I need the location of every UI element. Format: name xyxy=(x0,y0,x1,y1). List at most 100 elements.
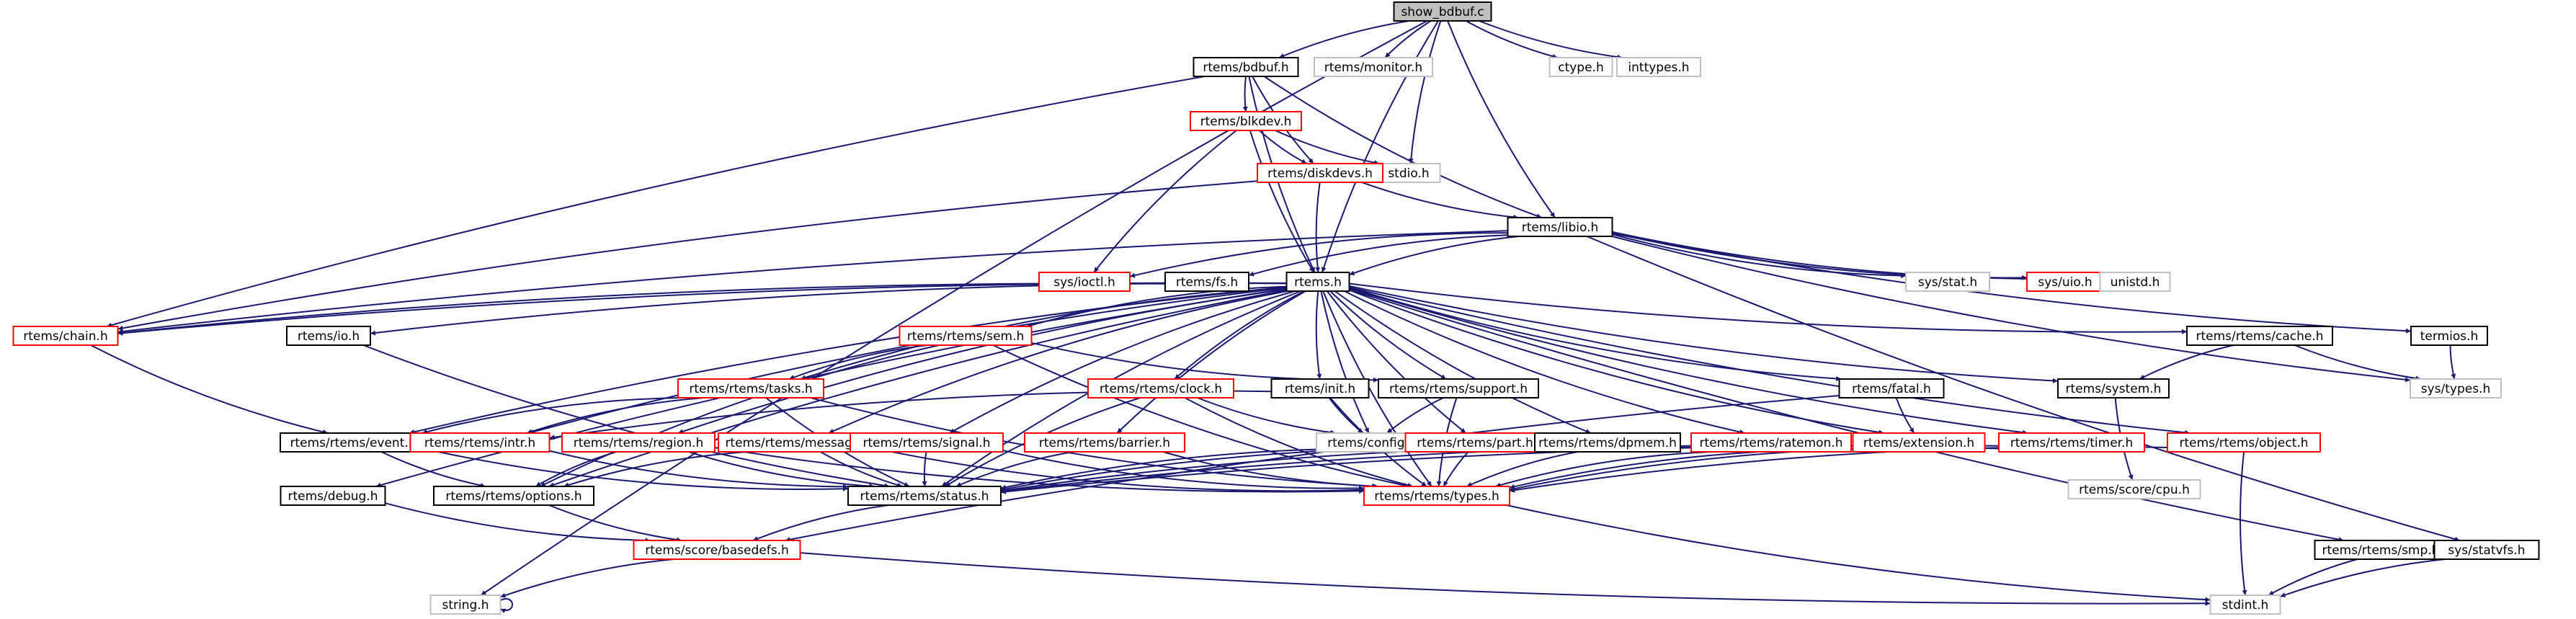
node-box xyxy=(1270,378,1370,398)
include-edge-intr-to-status xyxy=(549,450,849,489)
node-types[interactable]: rtems/rtems/types.h xyxy=(1363,486,1510,506)
node-label: show_bdbuf.c xyxy=(1401,5,1484,19)
node-libio[interactable]: rtems/libio.h xyxy=(1507,217,1613,237)
node-string: string.h xyxy=(429,594,502,615)
node-intr[interactable]: rtems/rtems/intr.h xyxy=(409,432,551,453)
node-box xyxy=(899,326,1033,346)
node-signal[interactable]: rtems/rtems/signal.h xyxy=(850,432,1004,453)
include-edge-libio-to-systypes xyxy=(1611,236,2411,383)
include-edge-timer-to-types xyxy=(1509,446,2000,491)
include-edge-message-to-types xyxy=(878,448,1365,493)
include-edge-region-to-options xyxy=(535,451,617,487)
node-inttypes: inttypes.h xyxy=(1616,57,1701,77)
node-box xyxy=(2067,479,2201,499)
include-edge-blkdev-to-ioctl xyxy=(1093,130,1237,273)
include-edge-rtems-to-ratemon xyxy=(1344,290,1745,435)
node-label: rtems/rtems/cache.h xyxy=(2196,329,2323,344)
node-label: rtems/rtems/options.h xyxy=(445,489,581,504)
node-io[interactable]: rtems/io.h xyxy=(286,326,371,346)
node-box xyxy=(1087,378,1234,398)
node-smp[interactable]: rtems/rtems/smp.h xyxy=(2314,540,2448,560)
include-edge-cache-to-system xyxy=(2139,344,2234,380)
include-edge-region-to-status xyxy=(688,451,875,489)
node-label: rtems/config.h xyxy=(1327,436,1416,450)
node-box xyxy=(1838,378,1945,398)
node-options[interactable]: rtems/rtems/options.h xyxy=(433,486,594,506)
node-label: string.h xyxy=(442,598,489,613)
include-edge-bdbuf-to-blkdev xyxy=(1242,76,1248,112)
node-ioctl[interactable]: sys/ioctl.h xyxy=(1038,272,1131,292)
node-show_bdbuf[interactable]: show_bdbuf.c xyxy=(1393,1,1492,22)
include-edge-libio-to-statvfs xyxy=(1586,236,2460,542)
include-edge-rtems-to-config xyxy=(1320,290,1370,434)
node-support[interactable]: rtems/rtems/support.h xyxy=(1378,378,1539,398)
node-label: unistd.h xyxy=(2111,275,2160,290)
node-event[interactable]: rtems/rtems/event.h xyxy=(280,432,427,453)
include-edge-smp-to-stdint xyxy=(2268,558,2358,596)
include-edge-blkdev-to-rtems xyxy=(1249,130,1315,273)
node-label: sys/statvfs.h xyxy=(2448,543,2525,558)
node-system[interactable]: rtems/system.h xyxy=(2057,378,2170,398)
include-edge-clock-to-types xyxy=(1184,397,1413,488)
node-statvfs[interactable]: sys/statvfs.h xyxy=(2433,540,2540,560)
node-box xyxy=(2186,326,2333,346)
node-box xyxy=(1534,432,1681,453)
node-label: rtems/rtems/types.h xyxy=(1374,489,1499,504)
node-extension[interactable]: rtems/extension.h xyxy=(1852,432,1986,453)
include-edge-fs-to-chain xyxy=(117,282,1166,336)
node-debug[interactable]: rtems/debug.h xyxy=(280,486,386,506)
node-basedefs[interactable]: rtems/score/basedefs.h xyxy=(633,540,801,560)
node-part[interactable]: rtems/rtems/part.h xyxy=(1404,432,1546,453)
include-edge-status-to-basedefs xyxy=(752,504,889,541)
node-label: rtems/rtems/part.h xyxy=(1417,436,1533,450)
node-fs[interactable]: rtems/fs.h xyxy=(1164,272,1249,292)
node-status[interactable]: rtems/rtems/status.h xyxy=(847,486,1002,506)
node-ratemon[interactable]: rtems/rtems/ratemon.h xyxy=(1690,432,1852,453)
node-label: rtems/system.h xyxy=(2066,382,2162,396)
node-label: sys/types.h xyxy=(2421,382,2491,396)
node-region[interactable]: rtems/rtems/region.h xyxy=(561,432,716,453)
include-edge-rtems-to-system xyxy=(1349,285,2059,383)
node-rtems[interactable]: rtems.h xyxy=(1285,272,1350,292)
node-object[interactable]: rtems/rtems/object.h xyxy=(2167,432,2321,453)
node-bdbuf[interactable]: rtems/bdbuf.h xyxy=(1193,57,1299,77)
node-diskdevs[interactable]: rtems/diskdevs.h xyxy=(1257,163,1383,183)
node-blkdev[interactable]: rtems/blkdev.h xyxy=(1190,111,1302,131)
include-edge-debug-to-basedefs xyxy=(385,502,651,543)
node-box xyxy=(1507,217,1613,237)
node-clock[interactable]: rtems/rtems/clock.h xyxy=(1087,378,1234,398)
include-edge-rtems-to-signal xyxy=(949,290,1296,434)
node-label: rtems/init.h xyxy=(1285,382,1355,396)
include-edge-object-to-stdint xyxy=(2239,451,2247,596)
node-sem[interactable]: rtems/rtems/sem.h xyxy=(899,326,1033,346)
node-box xyxy=(1393,1,1492,22)
node-tasks[interactable]: rtems/rtems/tasks.h xyxy=(677,378,824,398)
node-label: rtems/rtems/intr.h xyxy=(424,436,535,450)
node-cache[interactable]: rtems/rtems/cache.h xyxy=(2186,326,2333,346)
node-box xyxy=(1378,378,1539,398)
include-edge-event-to-options xyxy=(380,451,486,489)
node-termios[interactable]: termios.h xyxy=(2410,326,2488,346)
node-fatal[interactable]: rtems/fatal.h xyxy=(1838,378,1945,398)
node-box xyxy=(1998,432,2145,453)
node-dpmem[interactable]: rtems/rtems/dpmem.h xyxy=(1534,432,1681,453)
node-label: rtems/bdbuf.h xyxy=(1203,61,1288,75)
node-uio[interactable]: sys/uio.h xyxy=(2026,272,2104,292)
node-box xyxy=(409,432,551,453)
node-box xyxy=(1852,432,1986,453)
include-edge-fatal-to-basedefs xyxy=(785,395,1840,543)
include-edge-rtems-to-cache xyxy=(1349,282,2188,334)
node-chain[interactable]: rtems/chain.h xyxy=(12,326,119,346)
include-edge-rtems-to-io xyxy=(370,282,1287,336)
node-timer[interactable]: rtems/rtems/timer.h xyxy=(1998,432,2145,453)
node-box xyxy=(280,486,386,506)
include-edge-rtems-to-sem xyxy=(1026,285,1287,328)
node-box xyxy=(1690,432,1852,453)
node-init[interactable]: rtems/init.h xyxy=(1270,378,1370,398)
node-label: ctype.h xyxy=(1558,61,1604,75)
node-label: rtems/rtems/dpmem.h xyxy=(1538,436,1677,450)
include-edge-signal-to-types xyxy=(1002,450,1365,491)
node-barrier[interactable]: rtems/rtems/barrier.h xyxy=(1024,432,1185,453)
node-box xyxy=(561,432,716,453)
